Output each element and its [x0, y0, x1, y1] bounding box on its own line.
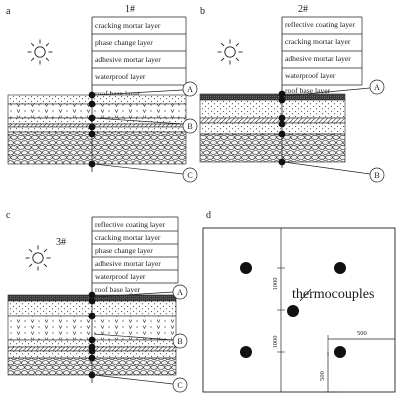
sensor-point [88, 297, 96, 305]
sun-icon [217, 39, 243, 65]
panel-b-layer-table: reflective coating layer cracking mortar… [282, 16, 363, 95]
panel-b: b 2# reflective coating layer cracking m… [199, 4, 385, 183]
sensor-point [88, 130, 96, 138]
sensor-point [88, 371, 96, 379]
sensor-point [88, 354, 96, 362]
sensor-point [88, 123, 96, 131]
marker-label: A [187, 85, 193, 94]
thermocouple-point [287, 305, 299, 317]
panel-d-plan-outline [202, 227, 396, 393]
panel-b-letter: b [200, 6, 205, 17]
panel-b-sample-id: 2# [298, 4, 308, 15]
sensor-point [88, 291, 96, 299]
panel-c: c 3# reflective coating layer cracking m… [6, 210, 188, 393]
panel-c-letter: c [6, 210, 11, 221]
marker-label: C [177, 381, 182, 390]
panel-a-layer-label: cracking mortar layer [95, 21, 161, 30]
sensor-point [88, 114, 96, 122]
panel-a-sample-id: 1# [125, 4, 135, 15]
panel-c-layer-label: adhesive mortar layer [95, 259, 161, 268]
panel-a-layer-label: phase change layer [95, 38, 153, 47]
sensor-point [278, 158, 286, 166]
sensor-point [88, 347, 96, 355]
thermocouple-point [334, 262, 346, 274]
sensor-point [278, 114, 286, 122]
sensor-point [278, 120, 286, 128]
sun-icon [27, 39, 53, 65]
panel-c-layer-label: reflective coating layer [95, 220, 165, 229]
panel-a: a 1# cracking mortar layer phase change … [6, 4, 198, 183]
sun-icon [25, 245, 51, 271]
panel-a-layer-label: adhesive mortar layer [95, 55, 161, 64]
panel-b-layer-label: cracking mortar layer [285, 37, 351, 46]
panel-c-layer-table: reflective coating layer cracking mortar… [92, 216, 179, 294]
marker-label: B [177, 337, 182, 346]
panel-c-sample-id: 3# [56, 237, 66, 248]
marker-label: C [187, 171, 192, 180]
marker-label: A [177, 288, 183, 297]
thermocouples-label: thermocouples [292, 287, 374, 302]
panel-b-layer-label: adhesive mortar layer [285, 54, 351, 63]
sensor-point [278, 130, 286, 138]
marker-label: B [187, 122, 192, 131]
panel-b-layer-label: waterproof layer [285, 71, 336, 80]
dim-label: 1000 [272, 278, 279, 291]
sensor-point [278, 96, 286, 104]
thermocouple-point [334, 346, 346, 358]
panel-b-layer-label: reflective coating layer [285, 20, 355, 29]
panel-c-layer-label: cracking mortar layer [95, 233, 161, 242]
sensor-point [88, 312, 96, 320]
panel-a-layer-table: cracking mortar layer phase change layer… [92, 16, 187, 98]
dim-label: 500 [357, 330, 367, 337]
panel-c-layer-label: waterproof layer [95, 272, 146, 281]
panel-d-letter: d [206, 210, 211, 221]
panel-b-cross-section [199, 93, 346, 163]
sensor-point [88, 91, 96, 99]
dim-label: 500 [319, 371, 326, 381]
panel-d: d 1000 1000 500 500 thermocouples [202, 210, 396, 393]
marker-label: A [374, 83, 380, 92]
panel-a-letter: a [6, 6, 11, 17]
panel-c-layer-label: roof base layer [95, 285, 141, 294]
panel-b-layer-label: roof base layer [285, 86, 331, 95]
dim-label: 1000 [272, 336, 279, 349]
thermocouple-point [240, 262, 252, 274]
panel-a-cross-section [7, 94, 187, 165]
sensor-point [88, 336, 96, 344]
panel-a-layer-label: waterproof layer [95, 72, 146, 81]
thermocouple-point [240, 346, 252, 358]
sensor-point [88, 160, 96, 168]
sensor-point [278, 90, 286, 98]
panel-c-layer-label: phase change layer [95, 246, 153, 255]
marker-label: B [374, 171, 379, 180]
sensor-point [88, 100, 96, 108]
